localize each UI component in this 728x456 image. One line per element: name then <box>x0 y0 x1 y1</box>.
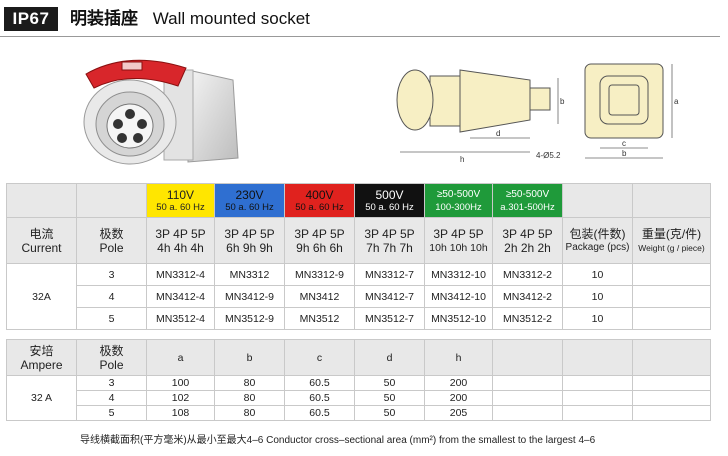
dim-label-h: h <box>460 155 464 164</box>
dim-header-h: h <box>424 339 493 376</box>
dim-header-c: c <box>284 339 355 376</box>
table-row: 32 A 3 100 80 60.5 50 200 <box>6 375 711 421</box>
page-title: 明装插座 Wall mounted socket <box>70 8 310 30</box>
ip-rating-badge: IP67 <box>4 7 58 31</box>
dim-header-d: d <box>354 339 425 376</box>
dim-label-b-side: b <box>560 97 565 106</box>
dim-label-c: c <box>622 139 626 148</box>
dim-label-a: a <box>674 97 679 106</box>
dim-header-b: b <box>214 339 285 376</box>
table-row: 4 MN3412-4 MN3412-9 MN3412 MN3412-7 MN34… <box>7 285 711 308</box>
current-value: 32A <box>6 263 77 330</box>
weight-header: 重量(克/件)Weight (g / piece) <box>632 217 711 264</box>
dimension-drawing: h d 4-Ø5.2 b a c b <box>396 63 679 164</box>
table-row: 4 102 80 60.5 50 200 <box>7 390 711 406</box>
table-row: 32A 3 MN3312-4 MN3312 MN3312-9 MN3312-7 … <box>6 263 711 330</box>
footnote: 导线横截面积(平方毫米)从最小至最大4–6 Conductor cross–se… <box>80 435 596 446</box>
title-chinese: 明装插座 <box>70 9 138 28</box>
dim-label-d: d <box>496 129 500 138</box>
dim-header-a: a <box>146 339 215 376</box>
page-header: IP67 明装插座 Wall mounted socket <box>0 0 728 38</box>
table-row: 5 MN3512-4 MN3512-9 MN3512 MN3512-7 MN35… <box>7 307 711 330</box>
dim-label-hole: 4-Ø5.2 <box>536 151 561 160</box>
package-header: 包装(件数)Package (pcs) <box>562 217 633 264</box>
table-row: 5 108 80 60.5 50 205 <box>7 405 711 421</box>
socket-product-photo <box>83 59 239 165</box>
ampere-value: 32 A <box>6 375 77 421</box>
title-english: Wall mounted socket <box>152 9 310 28</box>
header-divider <box>0 36 720 37</box>
dim-label-b: b <box>622 149 627 158</box>
